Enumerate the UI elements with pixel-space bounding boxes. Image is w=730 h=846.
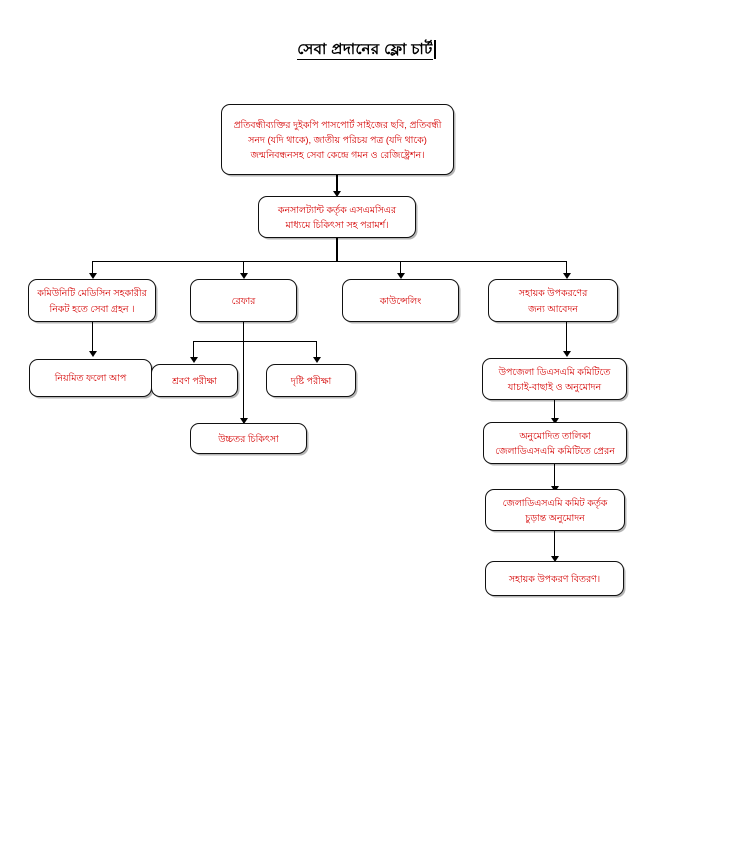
node-hearing-test[interactable]: শ্রবণ পরীক্ষা: [151, 364, 238, 397]
node-district-final[interactable]: জেলাডিএসএমি কমিট কর্তৃক চুড়ান্ত অনুমোদন: [485, 489, 625, 531]
node-refer-label: রেফার: [231, 294, 256, 306]
arrow-bus-assistive: [562, 273, 571, 279]
arrow-final-distribute: [550, 556, 559, 562]
node-consult[interactable]: কনসালট্যান্ট কর্তৃক এসএমসিএর মাধ্যমে চিক…: [258, 196, 416, 238]
connector-bus-refer: [243, 261, 245, 275]
connector-refer-subbus: [193, 341, 317, 343]
node-counseling-label: কাউন্সেলিং: [379, 294, 422, 306]
connector-intake-consult: [336, 175, 338, 193]
connector-consult-bus: [336, 238, 338, 262]
page-title: সেবা প্রদানের ফ্লো চার্ট: [0, 38, 730, 63]
node-intake-label: প্রতিবন্ধীব্যক্তির দুইকপি পাসপোর্ট সাইজে…: [233, 118, 442, 161]
connector-bus-horizontal: [92, 261, 567, 263]
node-upazila-committee[interactable]: উপজেলা ডিএসএমি কমিটিতে যাচাই-বাছাই ও অনু…: [482, 358, 627, 400]
node-send-district[interactable]: অনুমোদিত তালিকা জেলাডিএসএমি কমিটিতে প্রে…: [483, 422, 627, 464]
node-counseling[interactable]: কাউন্সেলিং: [342, 279, 459, 322]
connector-bus-counseling: [400, 261, 402, 275]
connector-refer-down: [243, 322, 245, 424]
arrow-community-followup: [88, 351, 97, 357]
connector-bus-community: [92, 261, 94, 275]
connector-final-distribute: [554, 531, 556, 557]
node-assistive-apply-label: সহায়ক উপকরণের জন্য আবেদন: [518, 287, 588, 314]
arrow-refer-hearing: [189, 357, 198, 363]
connector-upazila-senddistrict: [554, 400, 556, 420]
node-community-medicine[interactable]: কমিউনিটি মেডিসিন সহকারীর নিকট হতে সেবা গ…: [28, 279, 156, 322]
arrow-refer-vision: [312, 357, 321, 363]
node-higher-treatment[interactable]: উচ্চতর চিকিৎসা: [190, 423, 307, 454]
node-followup-label: নিয়মিত ফলো আপ: [54, 372, 127, 384]
arrow-bus-counseling: [396, 273, 405, 279]
arrow-upazila-senddistrict: [550, 418, 559, 424]
node-district-final-label: জেলাডিএসএমি কমিট কর্তৃক চুড়ান্ত অনুমোদন: [502, 496, 608, 523]
node-intake[interactable]: প্রতিবন্ধীব্যক্তির দুইকপি পাসপোর্ট সাইজে…: [221, 104, 454, 175]
arrow-intake-consult: [333, 191, 341, 197]
node-distribute-label: সহায়ক উপকরণ বিতরণ।: [508, 572, 601, 584]
node-assistive-apply[interactable]: সহায়ক উপকরণের জন্য আবেদন: [488, 279, 618, 322]
page-title-text: সেবা প্রদানের ফ্লো চার্ট: [297, 41, 433, 60]
arrow-assistive-upazila: [562, 351, 571, 357]
node-community-medicine-label: কমিউনিটি মেডিসিন সহকারীর নিকট হতে সেবা গ…: [37, 287, 147, 314]
connector-bus-assistive: [566, 261, 568, 275]
node-distribute[interactable]: সহায়ক উপকরণ বিতরণ।: [485, 561, 624, 596]
node-vision-test-label: দৃষ্টি পরীক্ষা: [290, 374, 332, 386]
arrow-refer-higher: [239, 418, 248, 424]
connector-refer-vision: [316, 341, 318, 359]
node-hearing-test-label: শ্রবণ পরীক্ষা: [172, 374, 217, 386]
connector-senddistrict-final: [554, 464, 556, 488]
node-vision-test[interactable]: দৃষ্টি পরীক্ষা: [266, 364, 356, 397]
connector-refer-hearing: [193, 341, 195, 359]
node-higher-treatment-label: উচ্চতর চিকিৎসা: [218, 432, 279, 444]
connector-community-followup: [92, 322, 94, 352]
node-consult-label: কনসালট্যান্ট কর্তৃক এসএমসিএর মাধ্যমে চিক…: [277, 203, 397, 230]
node-send-district-label: অনুমোদিত তালিকা জেলাডিএসএমি কমিটিতে প্রে…: [495, 429, 615, 456]
connector-assistive-upazila: [566, 322, 568, 352]
arrow-bus-refer: [239, 273, 248, 279]
node-followup[interactable]: নিয়মিত ফলো আপ: [29, 359, 152, 397]
node-refer[interactable]: রেফার: [190, 279, 297, 322]
node-upazila-committee-label: উপজেলা ডিএসএমি কমিটিতে যাচাই-বাছাই ও অনু…: [498, 365, 611, 392]
arrow-bus-community: [88, 273, 97, 279]
